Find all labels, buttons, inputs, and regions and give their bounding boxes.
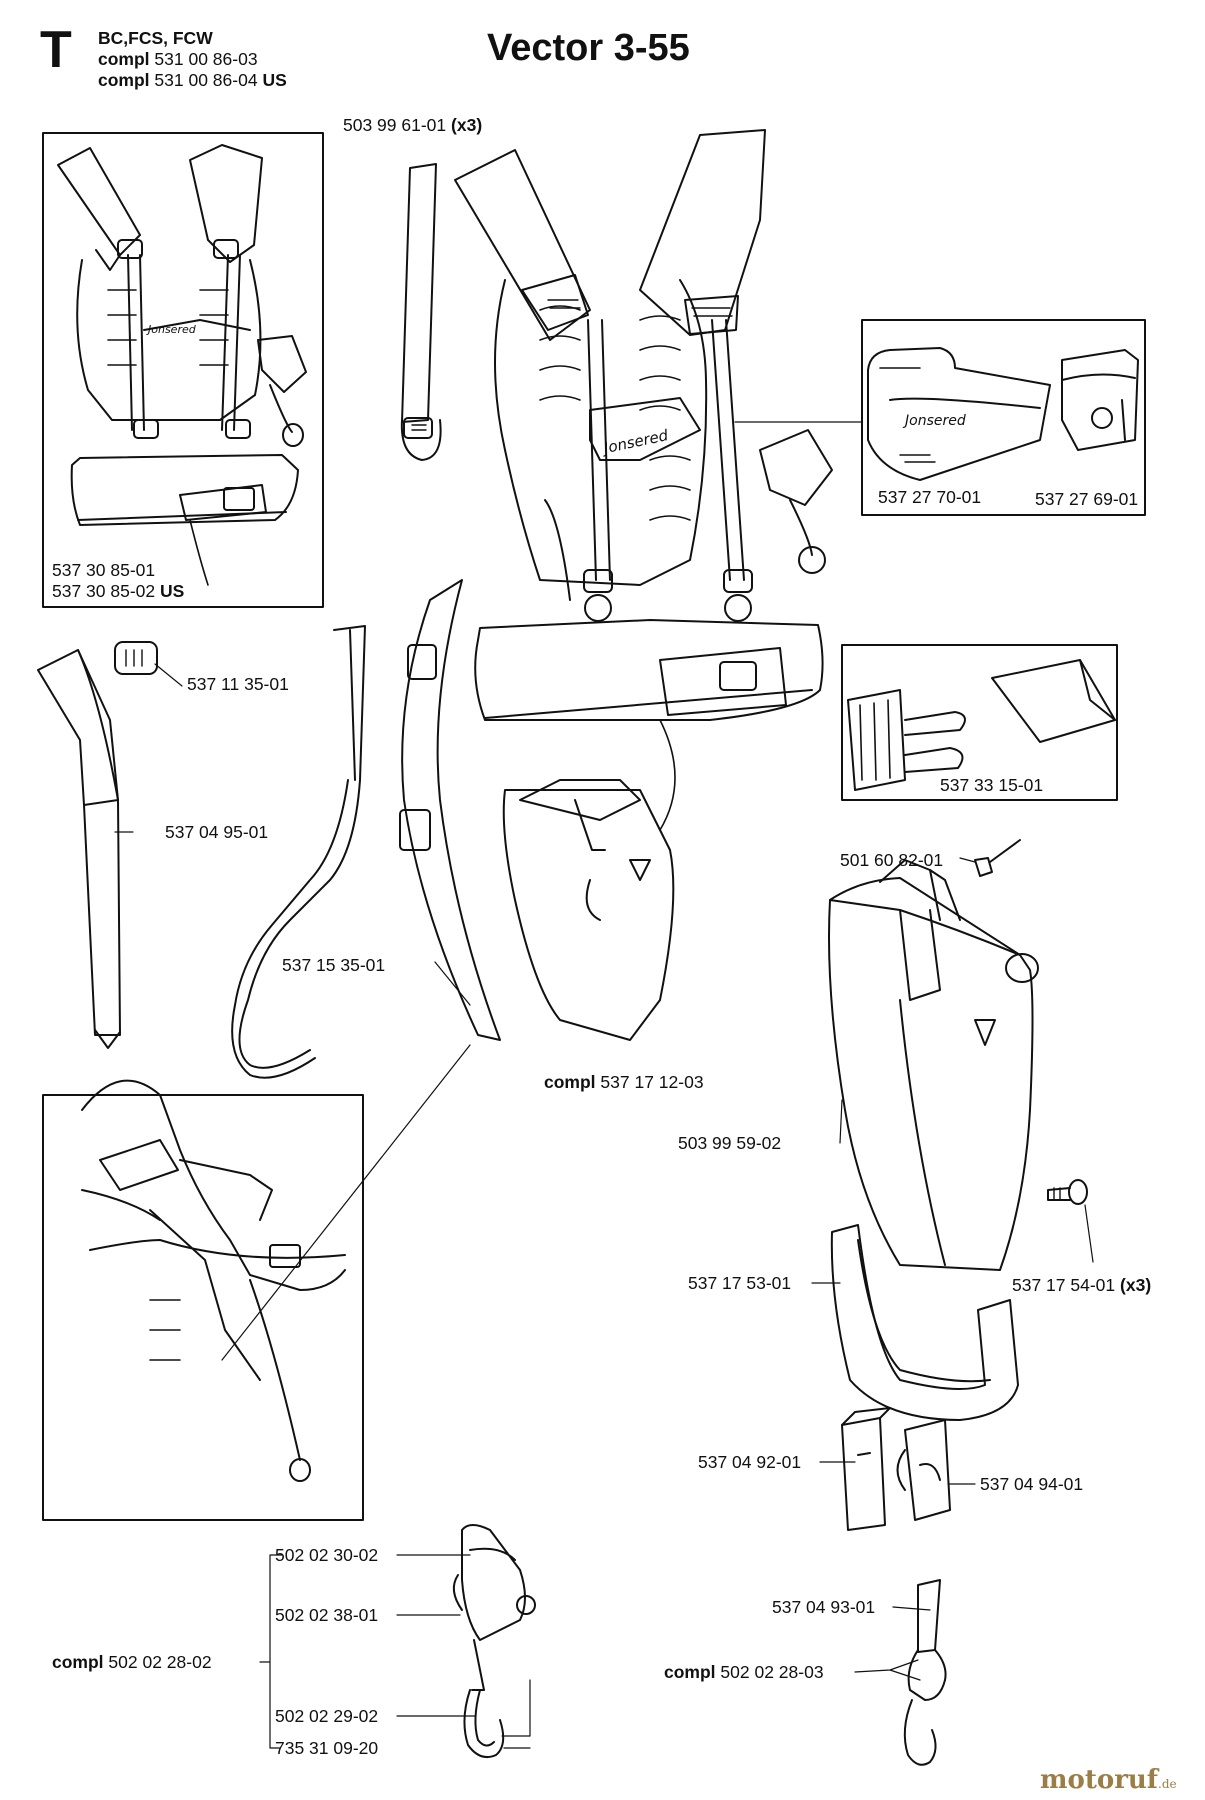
part-label-503-99-61-01: 503 99 61-01 (x3): [343, 115, 483, 135]
motoruf-logo: motoruf.de: [1040, 1765, 1177, 1795]
header-compl-1-prefix: compl: [98, 49, 150, 69]
part-label-537-15-35-01: 537 15 35-01: [282, 955, 386, 975]
part-label-502-02-29-02: 502 02 29-02: [275, 1706, 379, 1726]
part-label-537-17-54-01: 537 17 54-01 (x3): [1012, 1275, 1152, 1295]
part-label-537-04-92-01: 537 04 92-01: [698, 1452, 802, 1472]
hook-assembly-large-drawing: [452, 1524, 536, 1758]
part-label-537-17-12-03: compl 537 17 12-03: [544, 1072, 704, 1092]
part-label-537-17-53-01: 537 17 53-01: [688, 1273, 792, 1293]
part-label-502-02-30-02: 502 02 30-02: [275, 1545, 379, 1565]
part-label-537-30-85-02: 537 30 85-02 US: [52, 581, 185, 601]
u-frame-drawing: [830, 1224, 1019, 1421]
part-label-537-11-35-01: 537 11 35-01: [187, 674, 289, 694]
part-label-537-04-95-01: 537 04 95-01: [165, 822, 269, 842]
part-label-735-31-09-20: 735 31 09-20: [275, 1738, 379, 1758]
header-compl-line-2: compl 531 00 86-04 US: [98, 70, 287, 90]
part-label-502-02-28-02: compl 502 02 28-02: [52, 1652, 212, 1672]
part-label-501-60-82-01: 501 60 82-01: [840, 850, 944, 870]
frame-harness-small: [42, 132, 324, 608]
part-label-537-33-15-01: 537 33 15-01: [940, 775, 1044, 795]
wearing-view-drawing: [81, 1079, 346, 1482]
harness-small-drawing: Jonsered: [57, 144, 307, 586]
holster-drawing: [828, 859, 1039, 1271]
part-label-537-30-85-01: 537 30 85-01: [52, 560, 156, 580]
header-compl-2-suffix: US: [262, 70, 287, 90]
rivet-drawing: [974, 839, 1021, 877]
leader-lines: [114, 421, 1094, 1749]
diagram-title: Vector 3-55: [487, 27, 690, 69]
part-label-537-04-94-01: 537 04 94-01: [980, 1474, 1084, 1494]
hook-assembly-small-drawing: [903, 1579, 947, 1766]
shoulder-pads-drawing: Jonsered: [867, 347, 1139, 481]
loop-strap-drawing: [400, 163, 442, 461]
header-compl-2-number: 531 00 86-04: [154, 70, 258, 90]
part-label-537-27-70-01: 537 27 70-01: [878, 487, 982, 507]
model-list: BC,FCS, FCW: [98, 28, 213, 48]
harness-small-brand-mark: Jonsered: [146, 323, 197, 336]
harness-main-drawing: Jonsered: [454, 129, 833, 1041]
harness-main-brand-mark: Jonsered: [599, 426, 670, 458]
buckle-drawing: [847, 659, 1116, 791]
part-label-502-02-38-01: 502 02 38-01: [275, 1605, 379, 1625]
clips-drawing: [841, 1407, 951, 1531]
hip-strap-drawing: [231, 625, 366, 1079]
frame-wearing-view: [42, 1094, 364, 1521]
header-compl-1-number: 531 00 86-03: [154, 49, 258, 69]
part-label-537-04-93-01: 537 04 93-01: [772, 1597, 876, 1617]
header-compl-2-prefix: compl: [98, 70, 150, 90]
header-compl-line-1: compl 531 00 86-03: [98, 49, 258, 69]
frame-shoulder-pads: [861, 319, 1146, 516]
curved-pad-strap-drawing: [399, 579, 501, 1041]
section-letter: T: [40, 21, 72, 79]
part-label-537-27-69-01: 537 27 69-01: [1035, 489, 1139, 509]
part-label-503-99-59-02: 503 99 59-02: [678, 1133, 782, 1153]
chest-strap-drawing: [37, 641, 158, 1049]
frame-buckle: [841, 644, 1118, 801]
pad-brand-mark: Jonsered: [902, 413, 966, 429]
part-label-502-02-28-03: compl 502 02 28-03: [664, 1662, 824, 1682]
screw-drawing: [1047, 1179, 1088, 1205]
